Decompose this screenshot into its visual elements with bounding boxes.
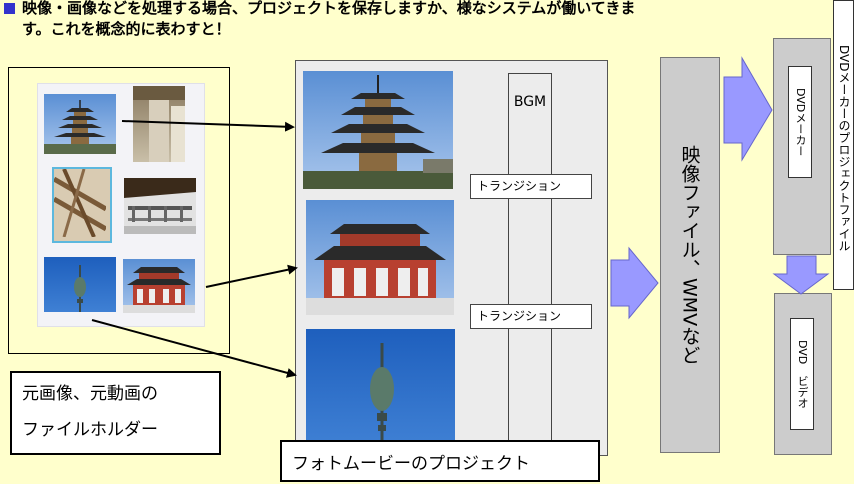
project-photo-finial[interactable] [306,329,455,446]
folder-label: 元画像、元動画の ファイルホルダー [10,371,221,455]
pillar-image [133,86,185,162]
thumb-rafters[interactable] [52,167,112,243]
thumb-railing[interactable] [124,178,196,234]
transition-2[interactable]: トランジション [470,304,592,329]
thumb-pillar[interactable] [133,86,185,162]
bgm-label: BGM [513,94,547,110]
temple-large-image [306,224,454,315]
header-line-2: す。これを概念的に表わすと！ [22,20,231,38]
dvd-video-label: DVD ビデオ [790,318,814,430]
project-label: フォトムービーのプロジェクト [280,440,600,482]
folder-label-line-2: ファイルホルダー [22,420,158,440]
rafters-image [54,169,108,238]
dvd-maker-label: DVDメーカー [788,66,812,178]
arrow-dvd-maker-to-video-icon [772,255,830,295]
bullet-icon [4,3,15,14]
pagoda-small-image [44,100,116,154]
finial-large-image [370,343,394,446]
arrow-project-to-video-icon [610,246,659,320]
thumb-pagoda[interactable] [44,94,116,154]
bgm-track [508,73,552,456]
temple-small-image [123,267,195,313]
project-photo-temple[interactable] [306,200,454,315]
arrow-video-to-dvd-maker-icon [723,56,773,162]
thumb-finial[interactable] [44,257,116,312]
video-file-box [660,57,720,453]
transition-1[interactable]: トランジション [470,174,592,199]
dvd-project-file-label: DVDメーカーのプロジェクトファイル [833,0,854,290]
project-photo-pagoda[interactable] [303,71,453,189]
folder-label-line-1: 元画像、元動画の [22,384,158,404]
thumb-temple[interactable] [123,259,195,313]
railing-image [124,178,196,234]
header-text: 映像・画像などを処理する場合、プロジェクトを保存しますか、様なシステムが働いてき… [22,0,635,40]
header-line-1: 映像・画像などを処理する場合、プロジェクトを保存しますか、様なシステムが働いてき… [22,0,636,17]
pagoda-large-image [303,75,453,189]
finial-small-image [74,265,86,312]
video-file-label: 映像ファイル、WMVなど [678,145,701,365]
